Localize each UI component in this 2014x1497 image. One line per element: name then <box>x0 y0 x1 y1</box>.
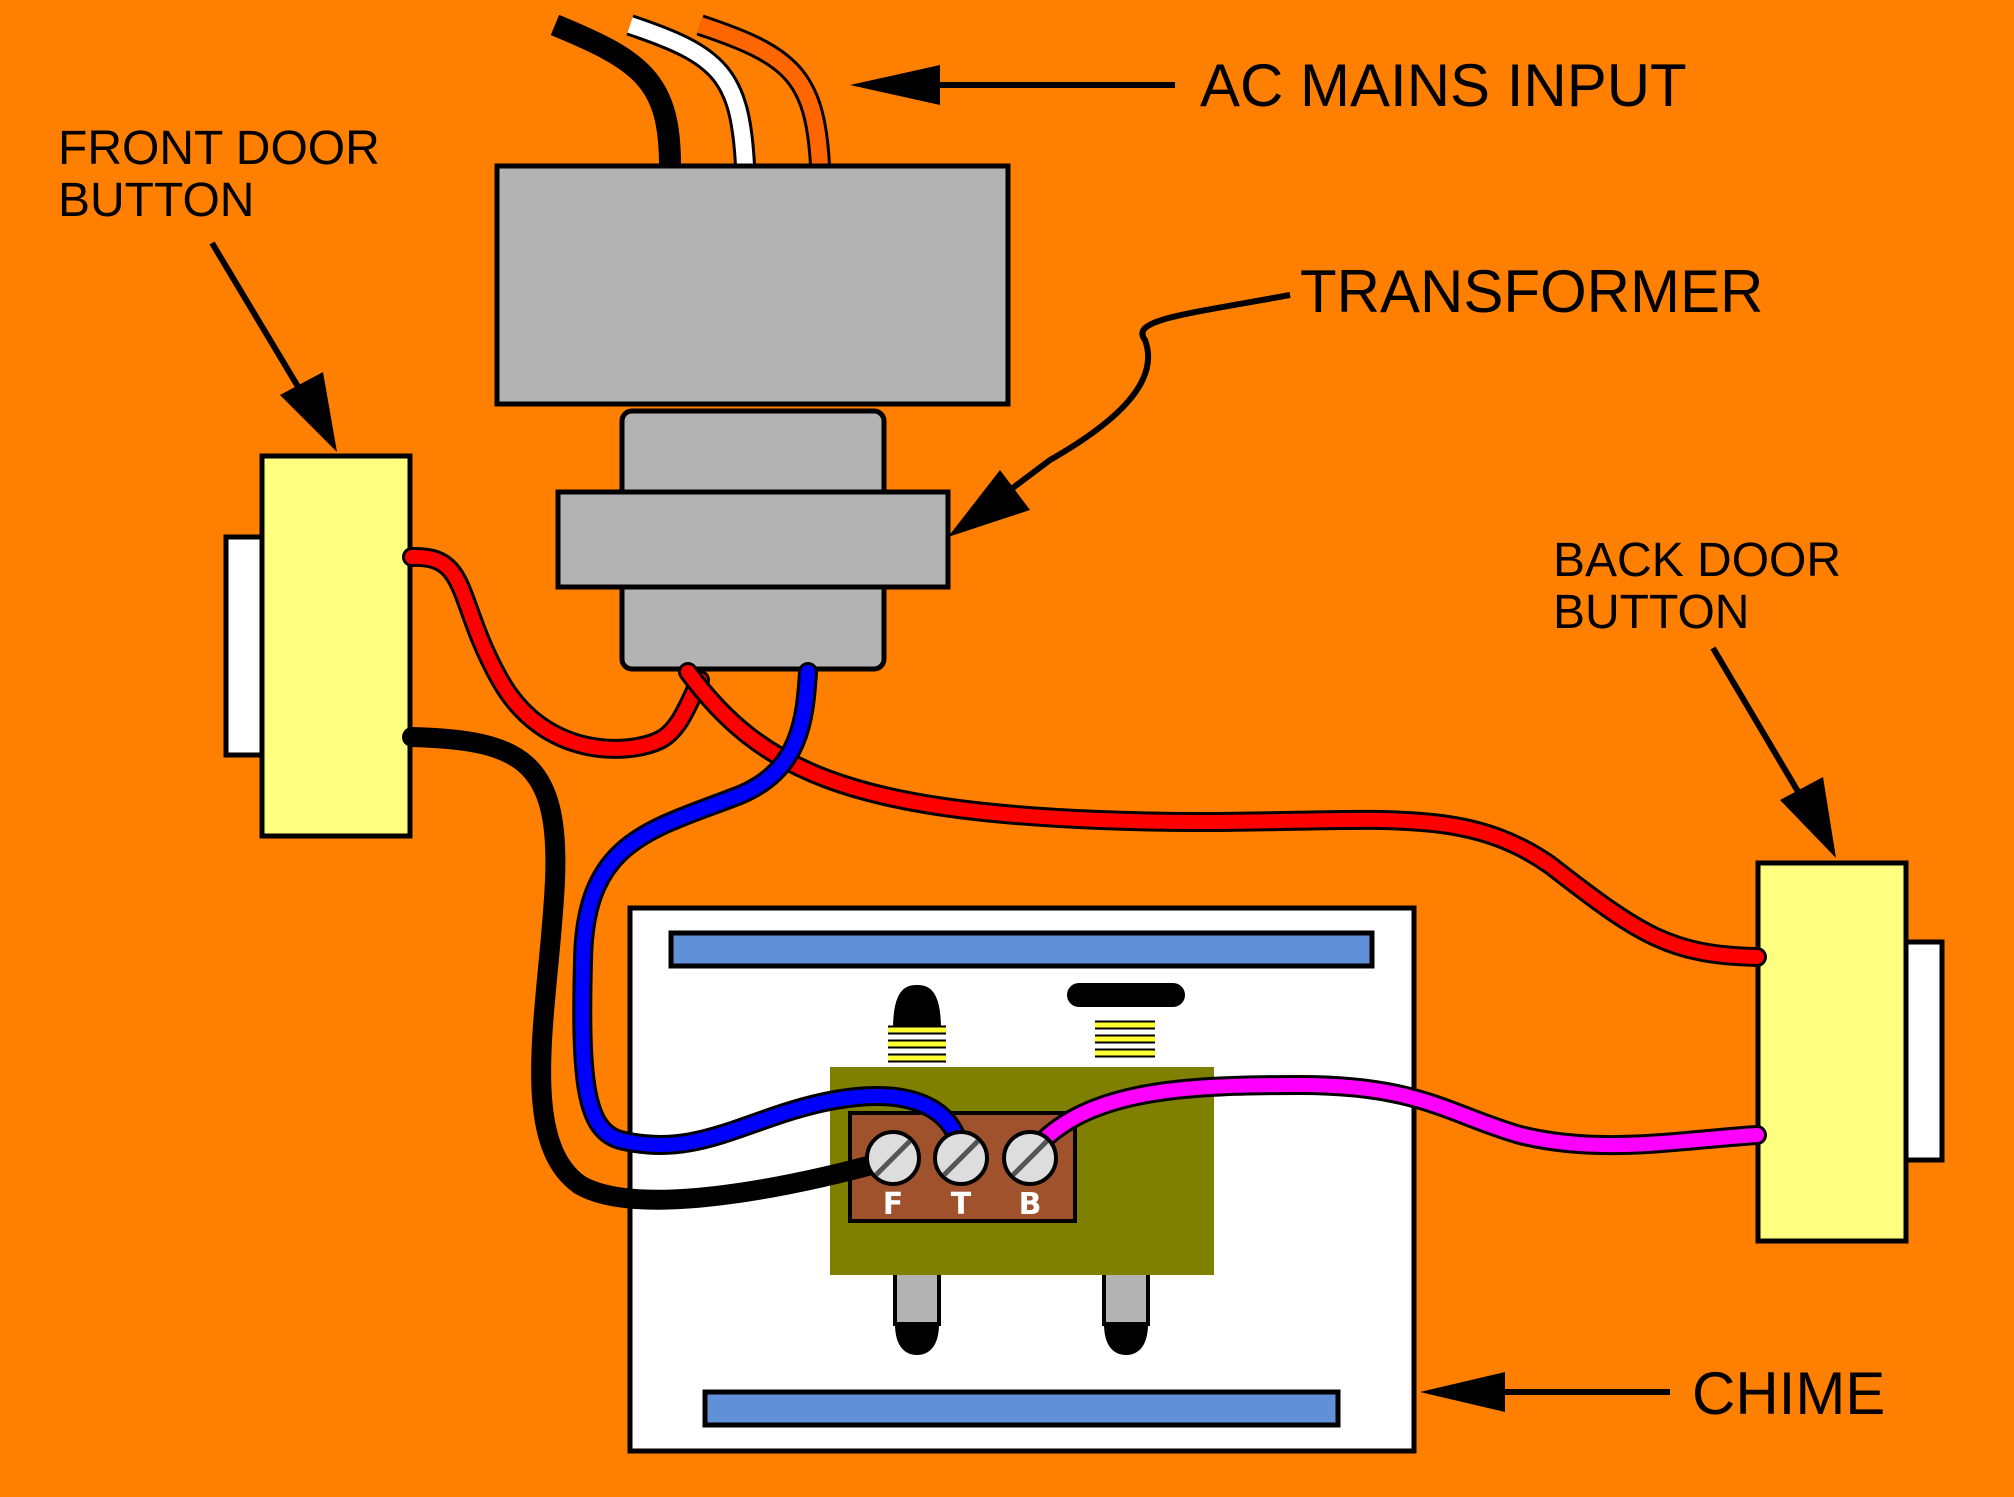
plunger-left-bottom <box>893 1270 941 1326</box>
terminal-screw-b <box>1002 1130 1058 1186</box>
arrow-transformer <box>1008 292 1291 493</box>
terminal-screw-f <box>865 1130 921 1186</box>
mains-white-wire <box>627 17 753 166</box>
wire-magenta <box>1023 1077 1764 1162</box>
chime-bar-top <box>668 930 1375 969</box>
arrow-front-door <box>209 241 303 392</box>
ac-mains-wires <box>550 14 831 166</box>
plunger-left-top <box>893 985 941 1030</box>
label-back-door-button: BACK DOOR BUTTON <box>1553 535 1841 639</box>
label-back-door-line1: BACK DOOR <box>1553 534 1842 587</box>
label-chime: CHIME <box>1692 1360 1886 1427</box>
front-door-button <box>223 453 413 839</box>
label-transformer: TRANSFORMER <box>1300 258 1764 325</box>
label-front-door-button: FRONT DOOR BUTTON <box>58 123 380 227</box>
back-button-plunger <box>1901 939 1945 1163</box>
label-ac-mains-input: AC MAINS INPUT <box>1200 52 1687 119</box>
terminal-screws: F T B <box>865 1130 1058 1222</box>
transformer <box>494 163 1011 672</box>
arrowhead-ac-mains <box>850 65 940 105</box>
callout-arrows <box>209 65 1836 1412</box>
terminal-screw-t <box>933 1130 989 1186</box>
wire-red-back <box>681 665 1764 964</box>
wire-blue <box>575 665 967 1157</box>
terminal-label-f: F <box>883 1187 904 1222</box>
label-front-door-line2: BUTTON <box>58 174 255 227</box>
plunger-right-bottom <box>1102 1270 1150 1326</box>
chime-bar-bottom <box>702 1389 1341 1428</box>
terminal-label-t: T <box>951 1187 972 1222</box>
chime-damper <box>1067 983 1185 1007</box>
mains-orange-wire <box>697 17 828 166</box>
mains-black-wire <box>551 17 678 166</box>
arrow-back-door <box>1710 646 1803 797</box>
terminal-label-b: B <box>1019 1187 1042 1222</box>
back-button-body <box>1755 860 1909 1244</box>
low-voltage-wires <box>402 546 1767 1210</box>
wire-black <box>402 727 900 1210</box>
front-button-body <box>259 453 413 839</box>
back-door-button <box>1755 860 1945 1244</box>
wire-red-front <box>405 549 707 756</box>
transformer-flange <box>555 489 951 590</box>
arrowhead-chime <box>1420 1372 1505 1412</box>
arrowhead-transformer <box>948 470 1030 537</box>
label-front-door-line1: FRONT DOOR <box>58 122 380 175</box>
label-back-door-line2: BUTTON <box>1553 586 1750 639</box>
arrowhead-back-door <box>1780 777 1836 858</box>
arrowhead-front-door <box>280 372 337 452</box>
front-button-plunger <box>223 534 267 758</box>
transformer-top-block <box>494 163 1011 407</box>
